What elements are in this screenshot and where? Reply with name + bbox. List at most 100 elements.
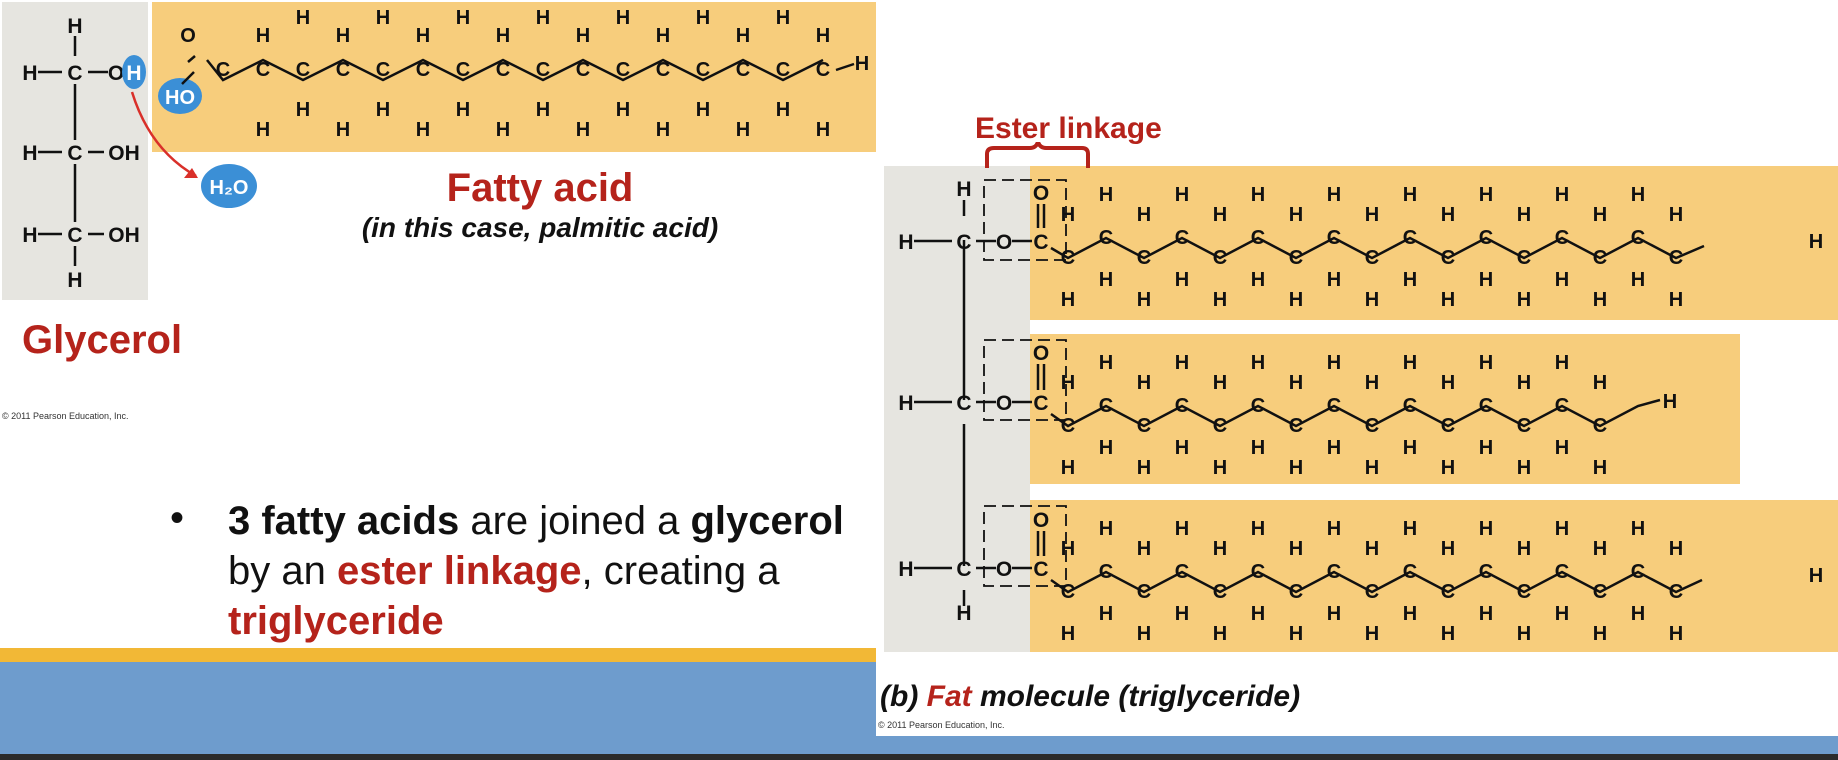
svg-text:H: H xyxy=(536,7,550,29)
svg-text:H: H xyxy=(1061,289,1075,311)
svg-text:H: H xyxy=(616,7,630,29)
svg-text:C: C xyxy=(1327,227,1341,249)
svg-text:H: H xyxy=(1099,603,1113,625)
svg-text:H: H xyxy=(898,558,913,581)
svg-text:C: C xyxy=(1403,395,1417,417)
svg-text:O: O xyxy=(1033,509,1049,532)
svg-text:O: O xyxy=(996,392,1012,415)
svg-text:H: H xyxy=(1327,269,1341,291)
svg-text:H: H xyxy=(67,269,82,292)
svg-text:H: H xyxy=(898,392,913,415)
svg-text:C: C xyxy=(776,59,790,81)
svg-text:H: H xyxy=(1631,518,1645,540)
svg-text:H: H xyxy=(1061,457,1075,479)
svg-text:H: H xyxy=(1479,352,1493,374)
svg-text:C: C xyxy=(1289,581,1303,603)
svg-text:C: C xyxy=(1327,561,1341,583)
svg-text:H: H xyxy=(1099,518,1113,540)
svg-text:H: H xyxy=(1175,352,1189,374)
svg-text:H: H xyxy=(1517,623,1531,645)
svg-text:C: C xyxy=(416,59,430,81)
svg-text:C: C xyxy=(1289,247,1303,269)
bullet-symbol: • xyxy=(170,496,185,540)
svg-text:C: C xyxy=(1175,561,1189,583)
svg-text:C: C xyxy=(956,558,971,581)
svg-text:H: H xyxy=(1327,518,1341,540)
ester-linkage-bracket xyxy=(985,142,1090,168)
svg-text:H: H xyxy=(1213,623,1227,645)
svg-text:H: H xyxy=(1593,204,1607,226)
svg-text:C: C xyxy=(496,59,510,81)
svg-text:H: H xyxy=(496,25,510,47)
svg-text:H: H xyxy=(1365,372,1379,394)
svg-text:H: H xyxy=(336,119,350,141)
svg-text:C: C xyxy=(1441,247,1455,269)
svg-text:H: H xyxy=(1479,269,1493,291)
svg-text:H: H xyxy=(1365,204,1379,226)
svg-text:C: C xyxy=(1099,227,1113,249)
svg-text:H: H xyxy=(1137,538,1151,560)
svg-text:H: H xyxy=(256,25,270,47)
svg-text:H: H xyxy=(1213,204,1227,226)
svg-text:H: H xyxy=(1403,352,1417,374)
svg-text:H: H xyxy=(1213,372,1227,394)
svg-text:C: C xyxy=(576,59,590,81)
svg-text:H: H xyxy=(1251,603,1265,625)
svg-text:C: C xyxy=(1479,561,1493,583)
svg-text:H: H xyxy=(1517,457,1531,479)
fat-chain-2-panel xyxy=(1030,334,1740,484)
copyright-bottom: © 2011 Pearson Education, Inc. xyxy=(878,720,1005,730)
svg-text:H: H xyxy=(126,62,141,85)
triglyceride-glycerol-panel xyxy=(884,166,1030,652)
svg-text:H: H xyxy=(1289,457,1303,479)
svg-text:C: C xyxy=(1213,581,1227,603)
svg-text:C: C xyxy=(1033,392,1048,415)
svg-text:H: H xyxy=(1441,538,1455,560)
svg-text:H: H xyxy=(1517,372,1531,394)
removed-hydrogen-bubble xyxy=(122,55,146,89)
svg-text:H: H xyxy=(22,62,37,85)
svg-text:O: O xyxy=(180,25,196,47)
svg-text:H: H xyxy=(1631,603,1645,625)
svg-text:H: H xyxy=(1555,518,1569,540)
glycerol-structure: H H C O H C OH H C OH H xyxy=(22,15,139,292)
svg-text:H: H xyxy=(1175,184,1189,206)
svg-text:C: C xyxy=(536,59,550,81)
svg-text:C: C xyxy=(1441,581,1455,603)
svg-text:H: H xyxy=(1555,437,1569,459)
svg-text:H: H xyxy=(576,119,590,141)
svg-text:H: H xyxy=(1061,204,1075,226)
svg-text:C: C xyxy=(67,142,82,165)
ester-linkage-label: Ester linkage xyxy=(975,112,1162,145)
svg-text:O: O xyxy=(108,62,124,85)
svg-text:O: O xyxy=(1033,342,1049,365)
svg-text:C: C xyxy=(1517,415,1531,437)
svg-text:H: H xyxy=(1327,437,1341,459)
svg-text:C: C xyxy=(1479,227,1493,249)
svg-text:C: C xyxy=(1517,581,1531,603)
svg-text:H: H xyxy=(296,99,310,121)
svg-text:H: H xyxy=(1669,204,1683,226)
svg-text:H: H xyxy=(855,53,869,75)
svg-text:C: C xyxy=(1631,227,1645,249)
svg-text:H: H xyxy=(1479,518,1493,540)
svg-text:H: H xyxy=(1137,623,1151,645)
svg-text:H: H xyxy=(1403,518,1417,540)
svg-text:H: H xyxy=(456,7,470,29)
svg-text:H: H xyxy=(1175,603,1189,625)
svg-text:C: C xyxy=(1669,247,1683,269)
svg-text:HO: HO xyxy=(165,87,195,109)
svg-text:H: H xyxy=(776,7,790,29)
svg-text:C: C xyxy=(1033,231,1048,254)
svg-text:H: H xyxy=(1593,372,1607,394)
svg-text:H₂O: H₂O xyxy=(210,177,249,199)
svg-text:C: C xyxy=(656,59,670,81)
svg-text:H: H xyxy=(1137,204,1151,226)
h2o-bubble xyxy=(201,164,257,208)
svg-text:C: C xyxy=(1061,581,1075,603)
svg-text:C: C xyxy=(956,231,971,254)
svg-text:H: H xyxy=(416,25,430,47)
glycerol-title: Glycerol xyxy=(22,318,183,362)
svg-text:H: H xyxy=(696,7,710,29)
svg-text:H: H xyxy=(1517,204,1531,226)
